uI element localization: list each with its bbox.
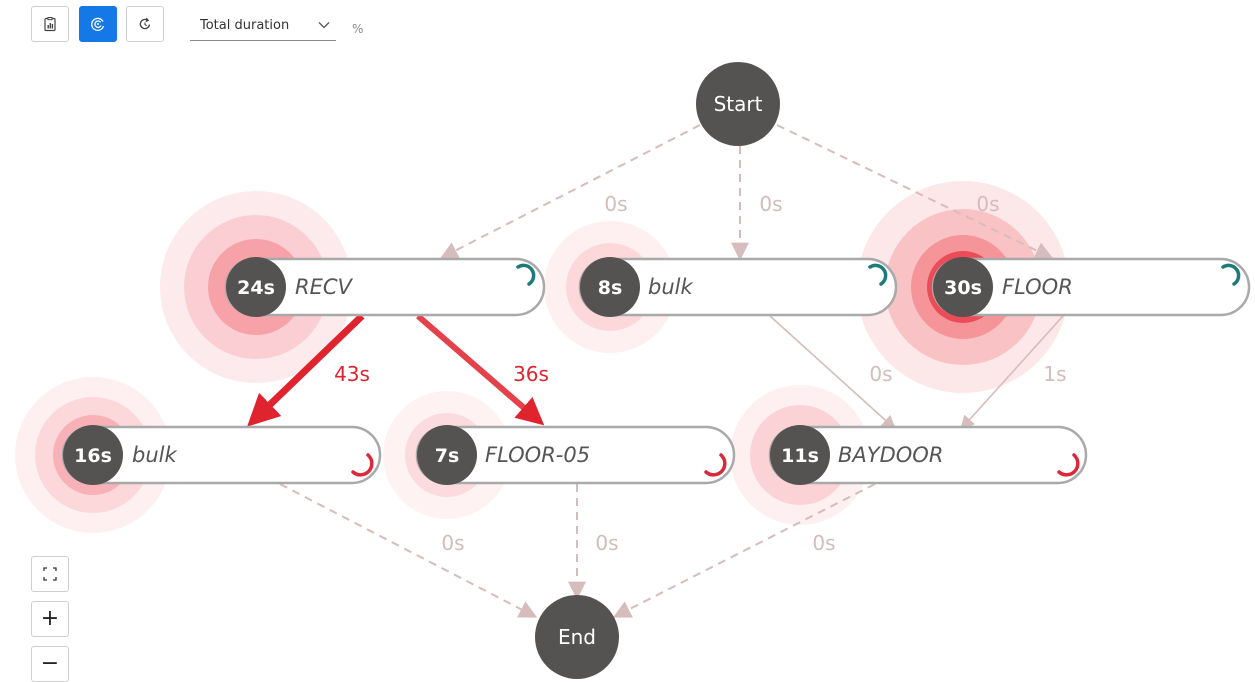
duration-badge: 7s (435, 445, 460, 467)
edge-start-floor[interactable] (776, 124, 1054, 259)
metric-select-value: Total duration (200, 17, 290, 33)
plus-icon: + (40, 606, 60, 631)
activity-bulk1[interactable]: 8s bulk (578, 257, 898, 317)
edge-label-bulk1-baydoor: 0s (869, 362, 892, 386)
metric-select[interactable]: Total duration (190, 10, 336, 41)
activity-floor05[interactable]: 7s FLOOR-05 (415, 425, 736, 485)
edge-start-recv[interactable] (439, 124, 701, 259)
zoom-in-button[interactable]: + (31, 601, 69, 637)
activity-label: RECV (295, 275, 354, 299)
activity-bulk2[interactable]: 16s bulk (61, 425, 382, 485)
duration-badge: 16s (74, 445, 112, 467)
edges (247, 124, 1064, 618)
edge-label-recv-bulk2: 43s (334, 362, 370, 386)
radar-icon (91, 17, 105, 32)
report-button[interactable] (31, 6, 69, 42)
edge-bulk2-end[interactable] (279, 483, 538, 618)
edge-recv-bulk2[interactable] (247, 313, 365, 427)
fit-screen-button[interactable] (31, 556, 69, 592)
frequency-view-button[interactable] (79, 6, 117, 42)
zoom-out-button[interactable]: − (31, 646, 69, 682)
fit-screen-icon (43, 567, 57, 581)
edge-labels: 0s 0s 0s 43s 36s 0s 1s 0s 0s 0s (334, 192, 1067, 555)
clipboard-icon (44, 17, 56, 32)
edge-recv-floor05[interactable] (416, 313, 545, 426)
activity-label: bulk (132, 443, 177, 467)
end-node[interactable]: End (535, 595, 619, 679)
duration-badge: 24s (237, 277, 275, 299)
edge-label-start-recv: 0s (604, 192, 627, 216)
status-arc-icon (1221, 263, 1241, 286)
status-arc-icon (516, 263, 536, 286)
end-label: End (558, 625, 596, 649)
edge-label-baydoor-end: 0s (812, 531, 835, 555)
activity-label: bulk (648, 275, 693, 299)
toolbar: Total duration % (0, 0, 420, 50)
edge-label-recv-floor05: 36s (513, 362, 549, 386)
status-arc-icon (351, 453, 374, 477)
refresh-icon (139, 17, 151, 30)
duration-badge: 11s (781, 445, 819, 467)
edge-floor-baydoor[interactable] (960, 315, 1064, 431)
minus-icon: − (40, 651, 60, 676)
activity-label: FLOOR (1002, 275, 1073, 299)
status-arc-icon (868, 263, 888, 286)
activity-label: FLOOR-05 (485, 443, 590, 467)
edge-label-bulk2-end: 0s (441, 531, 464, 555)
edge-baydoor-end[interactable] (612, 483, 876, 618)
start-label: Start (714, 92, 763, 116)
edge-label-start-bulk1: 0s (759, 192, 782, 216)
edge-label-start-floor: 0s (976, 192, 999, 216)
percent-label: % (352, 22, 364, 36)
refresh-view-button[interactable] (126, 6, 164, 42)
chevron-down-icon (312, 15, 336, 35)
edge-label-floor-baydoor: 1s (1043, 362, 1066, 386)
duration-badge: 30s (944, 277, 982, 299)
status-arc-icon (704, 453, 727, 477)
activity-recv[interactable]: 24s RECV (224, 257, 546, 317)
status-arc-icon (1057, 453, 1080, 477)
activity-floor[interactable]: 30s FLOOR (931, 257, 1251, 317)
edge-bulk1-baydoor[interactable] (769, 315, 897, 430)
activity-baydoor[interactable]: 11s BAYDOOR (768, 425, 1088, 485)
activity-label: BAYDOOR (838, 443, 943, 467)
start-node[interactable]: Start (696, 62, 780, 146)
duration-badge: 8s (598, 277, 623, 299)
edge-label-floor05-end: 0s (595, 531, 618, 555)
